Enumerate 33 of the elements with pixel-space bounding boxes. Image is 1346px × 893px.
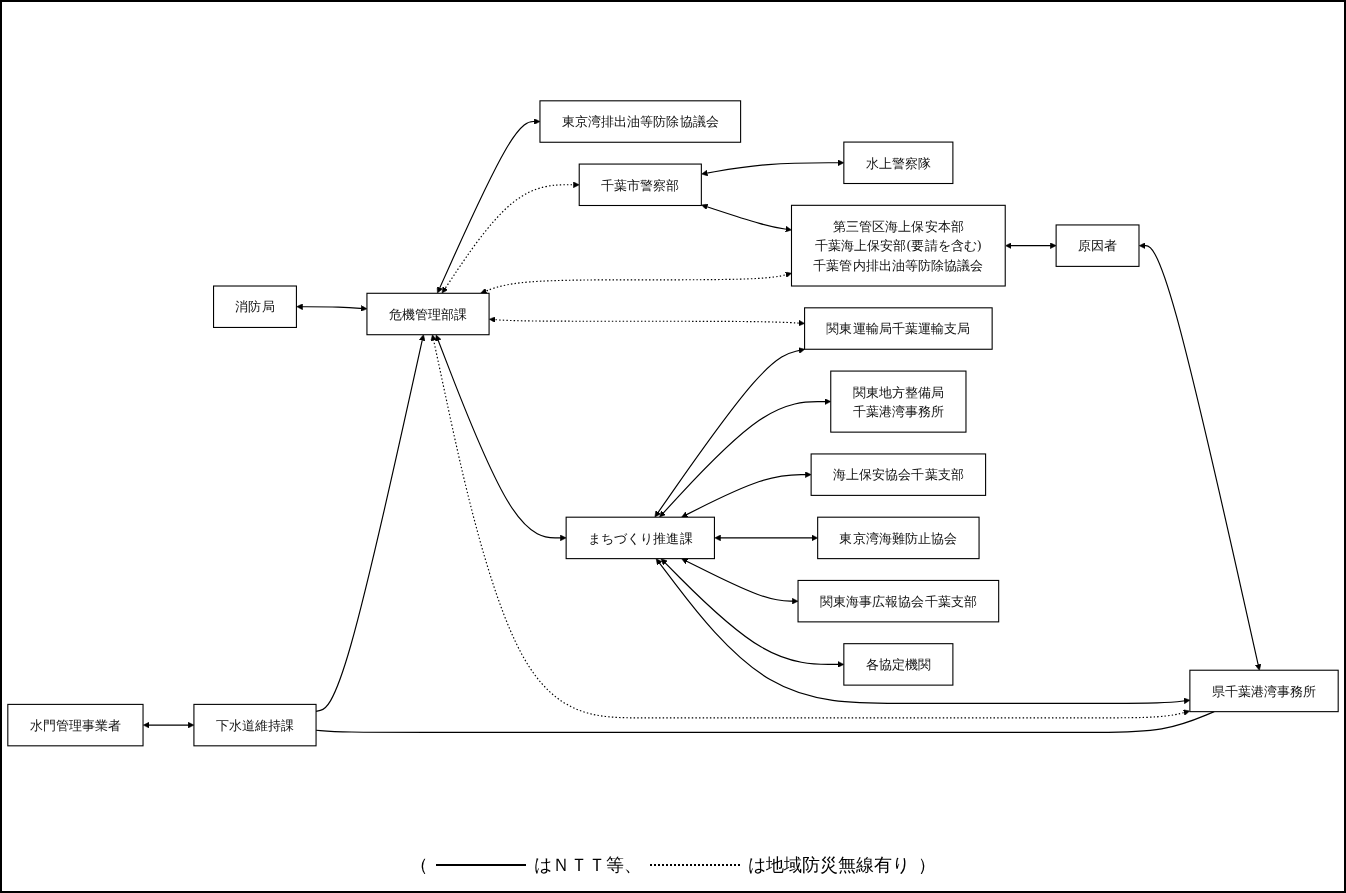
arrow bbox=[714, 534, 818, 542]
arrow bbox=[1139, 242, 1262, 671]
node-box: 関東運輸局千葉運輸支局 bbox=[804, 307, 993, 350]
node-box: 下水道維持課 bbox=[193, 704, 317, 747]
legend-text: はＮＴＴ等、 bbox=[534, 853, 642, 877]
node-box: まちづくり推進課 bbox=[565, 516, 715, 560]
node-box: 危機管理部課 bbox=[366, 292, 490, 336]
bracket-text: （ bbox=[410, 853, 428, 877]
bracket-text: ） bbox=[918, 853, 936, 877]
node-box: 水上警察隊 bbox=[843, 141, 954, 185]
arrow bbox=[681, 471, 812, 518]
arrow bbox=[681, 558, 799, 605]
node-box: 県千葉港湾事務所 bbox=[1189, 669, 1339, 713]
node-box: 関東海事広報協会千葉支部 bbox=[797, 580, 1000, 623]
legend-text: は地域防災無線有り bbox=[748, 853, 910, 877]
arrow bbox=[489, 316, 805, 327]
node-box: 海上保安協会千葉支部 bbox=[810, 453, 987, 497]
arrow bbox=[1005, 242, 1057, 250]
node-box: 消防局 bbox=[213, 285, 297, 329]
arrow bbox=[435, 334, 567, 542]
node-box: 第三管区海上保安本部 千葉海上保安部(要請を含む) 千葉管内排出油等防除協議会 bbox=[790, 204, 1006, 287]
arrow bbox=[480, 271, 792, 295]
arrow bbox=[441, 181, 580, 294]
node-box: 水門管理事業者 bbox=[7, 704, 144, 747]
node-box: 各協定機関 bbox=[843, 643, 954, 686]
arrow bbox=[430, 334, 1190, 719]
node-box: 千葉市警察部 bbox=[578, 163, 702, 207]
arrow bbox=[654, 347, 805, 518]
node-box: 原因者 bbox=[1055, 224, 1140, 268]
arrow bbox=[701, 203, 792, 233]
node-box: 東京湾海難防止協会 bbox=[817, 516, 980, 560]
node-box: 東京湾排出油等防除協議会 bbox=[539, 100, 742, 143]
node-box: 関東地方整備局 千葉港湾事務所 bbox=[830, 370, 967, 433]
